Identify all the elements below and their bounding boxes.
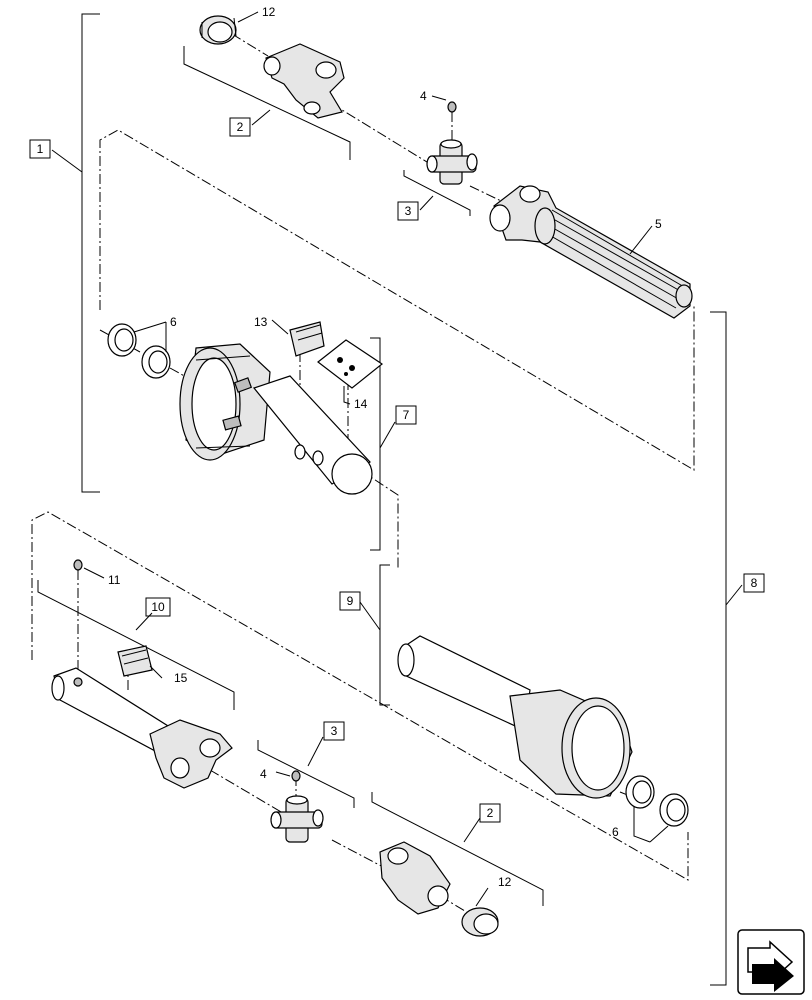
callout-2-top: 2 [229, 117, 251, 137]
snap-rings-top [107, 323, 171, 379]
svg-text:10: 10 [151, 600, 165, 614]
callout-12-top: 12 [262, 5, 276, 19]
callout-7: 7 [395, 405, 417, 425]
svg-text:8: 8 [751, 576, 758, 590]
svg-text:1: 1 [37, 142, 44, 156]
bracket-3-bottom [257, 740, 355, 808]
guard-cone-top [179, 343, 271, 461]
callout-4-bottom: 4 [260, 767, 267, 781]
callout-3-top: 3 [397, 201, 419, 221]
callout-2-bottom: 2 [479, 803, 501, 823]
callout-10: 10 [145, 597, 171, 617]
label-13 [289, 321, 325, 357]
svg-text:9: 9 [347, 594, 354, 608]
bracket-3-top [403, 170, 471, 216]
tube-yoke-10 [51, 667, 233, 789]
bracket-10 [37, 580, 235, 710]
bracket-7 [370, 337, 381, 551]
bracket-1 [81, 13, 100, 493]
grease-nipple-11 [73, 559, 83, 571]
label-15 [117, 645, 153, 677]
svg-text:2: 2 [237, 120, 244, 134]
cross-journal-top [426, 139, 478, 185]
callout-6-bottom: 6 [612, 825, 619, 839]
callout-14: 14 [354, 397, 368, 411]
bracket-9 [379, 564, 390, 706]
yoke-top [263, 43, 345, 119]
page-arrow-icon[interactable] [737, 929, 805, 995]
svg-text:3: 3 [331, 724, 338, 738]
callout-3-bottom: 3 [323, 721, 345, 741]
callout-4-top: 4 [420, 89, 427, 103]
callout-6-top: 6 [170, 315, 177, 329]
callout-8: 8 [743, 573, 765, 593]
callout-1: 1 [29, 139, 51, 159]
callout-13: 13 [254, 315, 268, 329]
cross-journal-bottom [270, 795, 324, 843]
callout-9: 9 [339, 591, 361, 611]
svg-text:2: 2 [487, 806, 494, 820]
bearing-ring-top [199, 15, 237, 45]
grease-nipple-top [447, 101, 457, 113]
grease-nipple-bottom [291, 770, 301, 782]
decal-14 [317, 339, 384, 389]
guard-tube-bottom [397, 635, 633, 799]
splined-shaft-yoke [489, 185, 693, 319]
svg-text:7: 7 [403, 408, 410, 422]
callout-5: 5 [655, 217, 662, 231]
bracket-8 [710, 311, 727, 986]
bracket-2-top [183, 46, 351, 160]
callout-12-bottom: 12 [498, 875, 512, 889]
svg-text:3: 3 [405, 204, 412, 218]
bracket-2-bottom [371, 792, 544, 906]
yoke-bottom [379, 841, 451, 915]
guard-tube-top [222, 375, 373, 495]
callout-15: 15 [174, 671, 188, 685]
snap-rings-bottom [625, 775, 689, 827]
callout-11: 11 [108, 573, 121, 587]
bearing-ring-bottom [461, 907, 499, 937]
